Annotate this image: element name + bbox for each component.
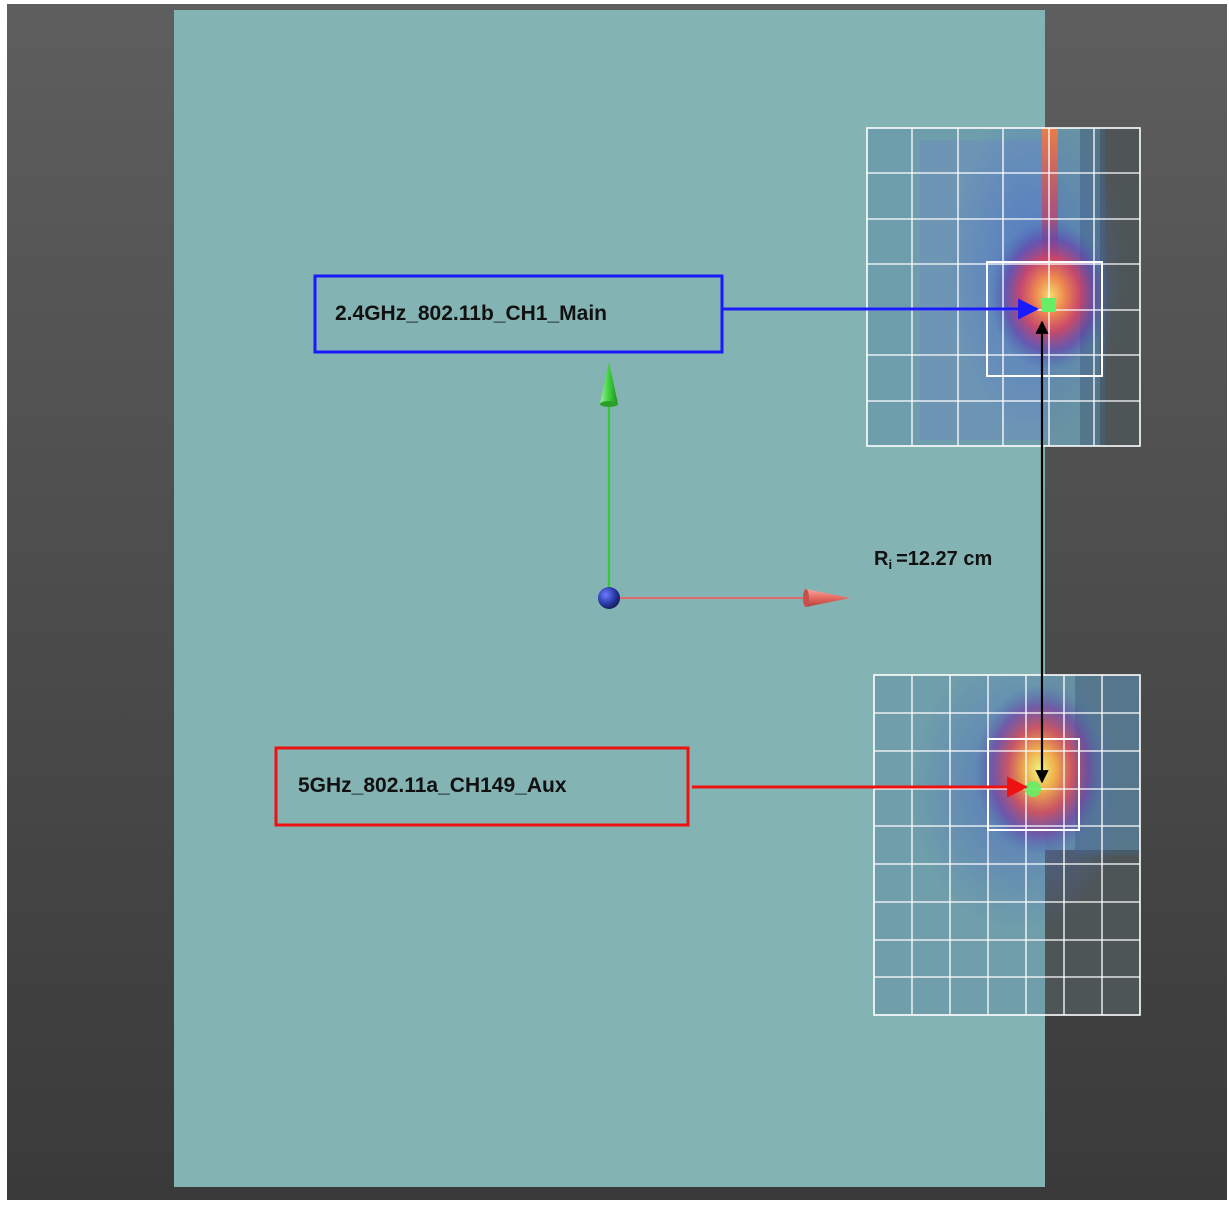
main-scan-grid	[866, 127, 1141, 447]
aux-antenna-label: 5GHz_802.11a_CH149_Aux	[298, 774, 567, 797]
main-peak-marker	[1042, 298, 1056, 312]
axis-x-cone-base	[803, 589, 809, 607]
separation-distance: Ri =12.27 cm	[874, 320, 1049, 784]
aux-scan-grid	[873, 674, 1141, 1016]
main-antenna-label-box	[313, 274, 724, 354]
aux-antenna-label-box	[274, 746, 690, 827]
distance-symbol: R	[874, 548, 889, 570]
blue-sphere-origin-icon	[598, 587, 620, 609]
aux-antenna-callout: 5GHz_802.11a_CH149_Aux	[274, 746, 1029, 827]
aux-peak-marker	[1025, 781, 1041, 797]
axis-y-cone-base	[600, 401, 618, 407]
coordinate-axes	[598, 362, 850, 609]
red-cone-arrow-icon	[806, 589, 850, 607]
main-antenna-label: 2.4GHz_802.11b_CH1_Main	[335, 302, 607, 325]
aux-scan-area	[874, 675, 1140, 1015]
distance-value: =12.27 cm	[896, 548, 992, 570]
green-cone-arrow-icon	[600, 362, 618, 404]
aux-zoom-scan-box	[987, 738, 1080, 831]
distance-label: Ri =12.27 cm	[874, 548, 992, 572]
main-antenna-callout: 2.4GHz_802.11b_CH1_Main	[313, 274, 1040, 354]
distance-subscript: i	[888, 557, 892, 572]
